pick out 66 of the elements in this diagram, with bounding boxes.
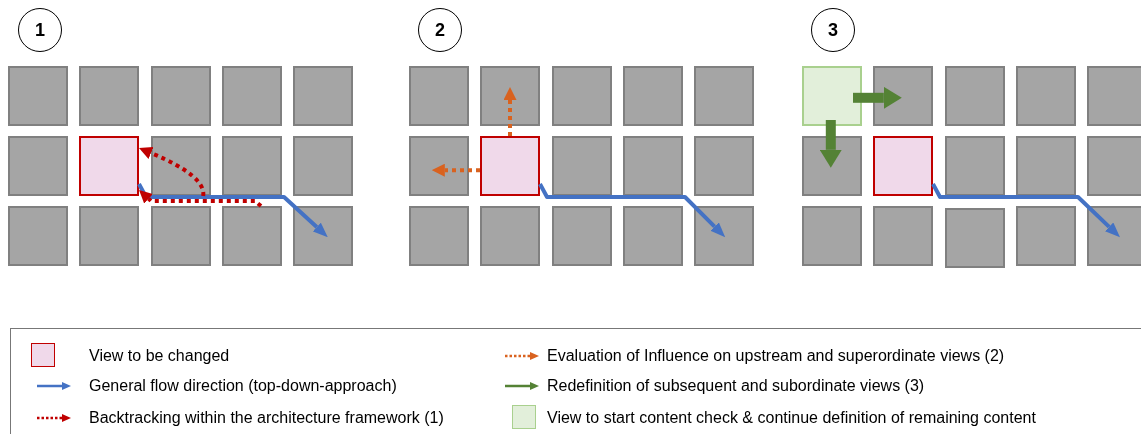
view-square [552, 136, 612, 196]
step-number: 1 [35, 19, 45, 41]
view-square [623, 206, 683, 266]
view-square [151, 206, 211, 266]
view-square [694, 136, 754, 196]
view-square [293, 136, 353, 196]
view-square [1016, 66, 1076, 126]
view-square [1087, 66, 1141, 126]
highlighted-view-square [79, 136, 139, 196]
arrow [137, 183, 328, 238]
view-square [945, 136, 1005, 196]
arrow [538, 183, 726, 238]
view-square [802, 136, 862, 196]
view-square [694, 206, 754, 266]
view-square [409, 136, 469, 196]
view-square [1016, 206, 1076, 266]
view-square [293, 66, 353, 126]
view-square [8, 66, 68, 126]
view-square [79, 206, 139, 266]
highlighted-view-square [873, 136, 933, 196]
view-square [552, 66, 612, 126]
step-number: 3 [828, 19, 838, 41]
view-square [151, 136, 211, 196]
arrow [819, 120, 842, 168]
view-square [873, 206, 933, 266]
legend-text: General flow direction (top-down-approach) [89, 377, 397, 395]
view-square [802, 206, 862, 266]
legend-text: Redefinition of subsequent and subordinate views (3) [547, 377, 925, 395]
arrow [139, 147, 206, 197]
arrow [853, 86, 902, 109]
highlighted-view-square [802, 66, 862, 126]
legend-text: Backtracking within the architecture framework (1) [89, 409, 444, 427]
view-square [945, 66, 1005, 126]
view-square [945, 208, 1005, 268]
view-square [1087, 206, 1141, 266]
view-square [623, 66, 683, 126]
view-square [623, 136, 683, 196]
step-number-circle [811, 8, 855, 52]
view-square [222, 66, 282, 126]
legend-text: View to start content check & continue definition of remaining content [547, 409, 1036, 427]
arrow [139, 190, 263, 208]
view-square [8, 136, 68, 196]
view-square [222, 136, 282, 196]
view-square [409, 206, 469, 266]
view-square [552, 206, 612, 266]
arrow [431, 163, 480, 177]
legend-text: Evaluation of Influence on upstream and superordinate views (2) [547, 347, 1005, 365]
view-square [222, 206, 282, 266]
step-number: 2 [435, 19, 445, 41]
view-square [79, 66, 139, 126]
view-square [151, 66, 211, 126]
view-square [8, 206, 68, 266]
view-square [1087, 136, 1141, 196]
view-square [873, 66, 933, 126]
step-number-circle [18, 8, 62, 52]
view-square [293, 206, 353, 266]
view-square [480, 66, 540, 126]
step-number-circle [418, 8, 462, 52]
view-square [480, 206, 540, 266]
view-square [409, 66, 469, 126]
legend-text: View to be changed [89, 347, 230, 365]
view-square [694, 66, 754, 126]
view-square [1016, 136, 1076, 196]
arrow [931, 183, 1120, 238]
highlighted-view-square [480, 136, 540, 196]
arrow [503, 87, 517, 136]
